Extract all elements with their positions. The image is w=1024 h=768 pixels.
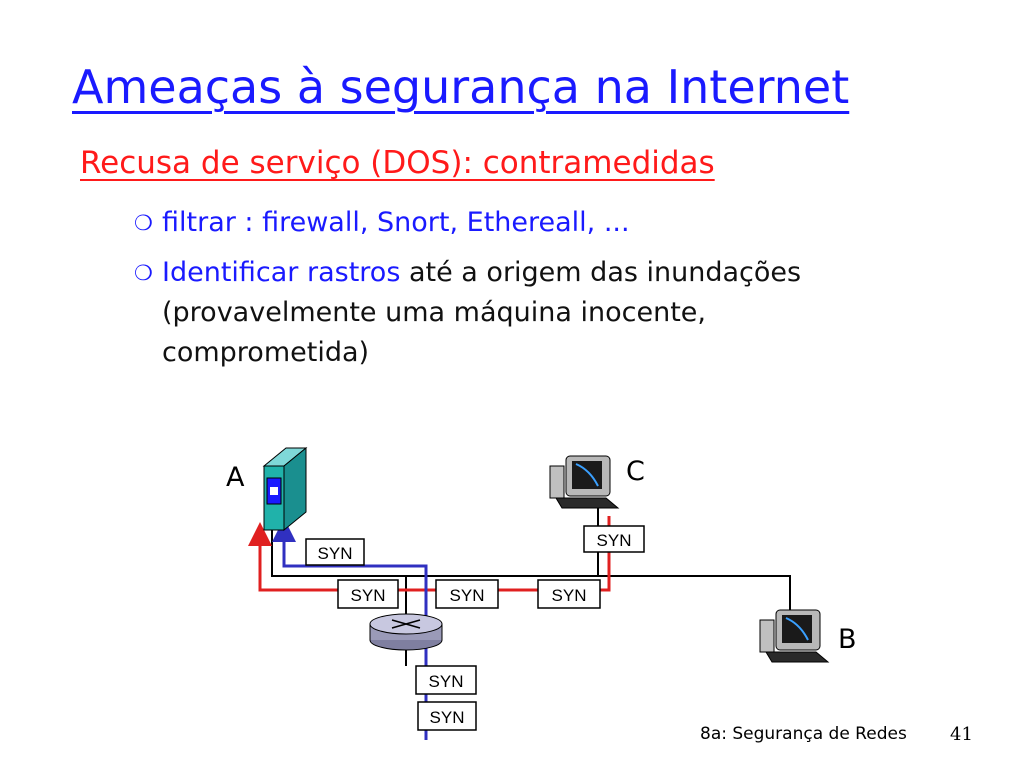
traceback-path	[272, 518, 428, 740]
slide-title: Ameaças à segurança na Internet	[72, 60, 850, 114]
syn-packet: SYN	[417, 701, 477, 731]
attack-path	[248, 516, 611, 592]
syn-packet: SYN	[337, 579, 399, 609]
router-icon	[369, 613, 443, 651]
computer-icon	[549, 455, 620, 509]
bullet-rest: até a origem das inundações	[400, 257, 802, 288]
syn-label: SYN	[597, 531, 632, 550]
bullet-marker-icon: ❍	[134, 211, 153, 235]
syn-label: SYN	[429, 672, 464, 691]
slide-subtitle: Recusa de serviço (DOS): contramedidas	[80, 145, 715, 181]
computer-icon	[759, 609, 830, 663]
bullet-text: Identificar rastros até a origem das inu…	[162, 253, 942, 373]
bullet-marker-icon: ❍	[134, 261, 153, 285]
node-label-a: A	[226, 462, 245, 493]
syn-label: SYN	[351, 586, 386, 605]
server-icon	[262, 446, 308, 532]
syn-packet: SYN	[583, 525, 645, 553]
syn-packet: SYN	[435, 579, 499, 609]
syn-label: SYN	[450, 586, 485, 605]
syn-packet: SYN	[537, 579, 601, 609]
syn-label: SYN	[430, 708, 465, 727]
page-number: 41	[950, 724, 973, 745]
syn-label: SYN	[552, 586, 587, 605]
syn-packet: SYN	[305, 538, 365, 566]
node-label-c: C	[626, 456, 645, 487]
bullet-line2: (provavelmente uma máquina inocente,	[162, 297, 706, 328]
node-label-b: B	[838, 624, 857, 655]
syn-packet: SYN	[415, 665, 477, 695]
bullet-text: filtrar : firewall, Snort, Ethereall, ..…	[162, 207, 630, 238]
bullet-highlight: Identificar rastros	[162, 257, 401, 288]
bullet-line3: comprometida)	[162, 337, 370, 368]
footer-text: 8a: Segurança de Redes	[700, 724, 907, 744]
syn-label: SYN	[318, 544, 353, 563]
